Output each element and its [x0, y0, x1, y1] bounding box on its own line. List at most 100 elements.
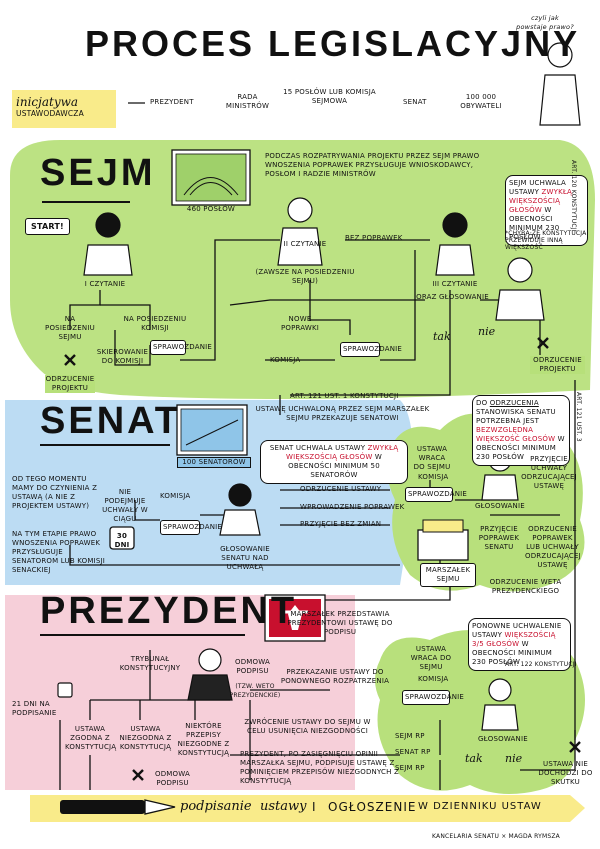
sejm-area — [10, 140, 595, 399]
prezydent-not-passed: USTAWA NIE DOCHODZI DO SKUTKU — [538, 760, 593, 786]
final-sign: podpisanie — [180, 799, 252, 814]
prezydent-return-area — [375, 630, 585, 794]
marshal-seat-icon — [417, 519, 469, 561]
sejm-reading2-note: (ZAWSZE NA POSIEDZENIU SEJMU) — [255, 268, 355, 285]
sejm-reading2: II CZYTANIE — [283, 240, 327, 248]
prezydent-commission: KOMISJA — [418, 675, 449, 683]
prezydent-compliant: USTAWA ZGODNA Z KONSTYTUCJĄ — [65, 725, 117, 751]
prezydent-reenact: PONOWNE UCHWALENIE USTAWY WIĘKSZOŚCIĄ 3/… — [468, 618, 571, 671]
senat-resolution: SENAT UCHWALA USTAWY ZWYKŁĄ WIĘKSZOŚCIĄ … — [260, 440, 408, 484]
sejm-exception: *CHYBA ŻE KONSTYTUCJA PRZEWIDUJE INNĄ WI… — [505, 230, 587, 251]
initiative-tag-bg — [12, 90, 116, 128]
senat-hall-icon — [176, 404, 248, 456]
sejm-new-amendments: NOWE POPRAWKI — [280, 315, 320, 332]
sejm-resolution: SEJM UCHWALA USTAWY ZWYKŁĄ WIĘKSZOŚCIĄ G… — [505, 175, 588, 246]
prezydent-noncompliant: USTAWA NIEZGODNA Z KONSTYTUCJĄ — [119, 725, 172, 751]
prezydent-days21: 21 DNI NA PODPISANIE — [12, 700, 57, 717]
final-mid1: ustawy — [260, 799, 307, 814]
prezydent-heading: PREZYDENT — [40, 590, 298, 632]
initiative-item-4: 100 000 OBYWATELI — [460, 93, 502, 110]
senat-sejm-position: DO ODRZUCENIA STANOWISKA SENATU POTRZEBN… — [472, 395, 570, 466]
senat-from-moment: OD TEGO MOMENTU MAMY DO CZYNIENIA Z USTA… — [12, 475, 98, 510]
eagle-emblem — [264, 594, 326, 642]
prezydent-return-sejm: ZWRÓCENIE USTAWY DO SEJMU W CELU USUNIĘC… — [244, 718, 371, 735]
prezydent-sejm-rp-2: SEJM RP — [395, 764, 425, 772]
final-banner — [30, 795, 585, 822]
prezydent-tribunal: TRYBUNAŁ KONSTYTUCYJNY — [119, 655, 181, 672]
senat-accept: PRZYJĘCIE BEZ ZMIAN — [300, 520, 382, 528]
senat-returns: USTAWA WRACA DO SEJMU — [413, 445, 451, 471]
sejm-hall-icon — [171, 149, 251, 206]
sejm-on-session: NA POSIEDZENIU SEJMU — [45, 315, 95, 341]
senat-reject: ODRZUCENIE USTAWY — [300, 485, 382, 493]
sejm-no: nie — [478, 325, 496, 338]
senat-accept-amend: PRZYJĘCIE POPRAWEK SENATU — [478, 525, 520, 551]
prezydent-returns: USTAWA WRACA DO SEJMU — [410, 645, 452, 671]
prezydent-referral: PRZEKAZANIE USTAWY DO PONOWNEGO ROZPATRZ… — [280, 668, 390, 685]
prezydent-sign-partial: PREZYDENT, PO ZASIĘGNIĘCIU OPINII MARSZA… — [240, 750, 400, 785]
senat-heading: SENAT — [40, 400, 181, 442]
prezydent-senat-rp: SENAT RP — [395, 748, 431, 756]
senat-reject-amend: ODRZUCENIE POPRAWEK LUB UCHWAŁY ODRZUCAJ… — [525, 525, 581, 569]
sejm-yes: tak — [433, 330, 451, 343]
prezydent-area — [5, 595, 355, 790]
sejm-commission: KOMISJA — [270, 356, 301, 364]
sejm-no-amendments: BEZ POPRAWEK — [345, 234, 403, 242]
senat-accept-reject: PRZYJĘCIE UCHWAŁY ODRZUCAJĄCEJ USTAWĘ — [521, 455, 577, 490]
senat-commission-2: KOMISJA — [418, 473, 449, 481]
final-sep: I — [312, 800, 316, 814]
prezydent-veto: (TZW. WETO PREZYDENCKIE) — [229, 683, 281, 699]
prezydent-voting: GŁOSOWANIE — [478, 735, 528, 743]
senat-passed-to: USTAWĘ UCHWALONĄ PRZEZ SEJM MARSZAŁEK SE… — [255, 405, 430, 422]
sejm-reading3: III CZYTANIE — [432, 280, 478, 288]
sejm-sent-to-commission: SKIEROWANIE DO KOMISJI — [96, 348, 149, 365]
prezydent-presents: MARSZAŁEK PRZEDSTAWIA PREZYDENTOWI USTAW… — [287, 610, 393, 636]
prezydent-refusal-2: ODMOWA PODPISU — [155, 770, 190, 787]
senat-marshal: MARSZAŁEK SEJMU — [420, 563, 476, 587]
senat-not-taken: NIE PODEJMUJE UCHWAŁY W CIĄGU — [102, 488, 148, 523]
initiative-label: inicjatywa ustawodawcza — [16, 95, 84, 118]
senat-vote: GŁOSOWANIE SENATU NAD UCHWAŁĄ — [220, 545, 270, 571]
clock-icon — [109, 526, 135, 550]
sejm-start: START! — [25, 218, 70, 235]
prezydent-no: nie — [505, 752, 523, 765]
senat-days30: 30 DNI — [114, 532, 130, 549]
senat-stage: NA TYM ETAPIE PRAWO WNOSZENIA POPRAWEK P… — [12, 530, 106, 574]
senat-amend: WPROWADZENIE POPRAWEK — [300, 503, 405, 511]
senat-report-2: SPRAWOZDANIE — [405, 487, 467, 502]
sejm-reading1: I CZYTANIE — [84, 280, 126, 288]
senat-art121-3: ART. 121 UST. 3 — [575, 392, 582, 442]
prezydent-partial: NIEKTÓRE PRZEPISY NIEZGODNE Z KONSTYTUCJ… — [177, 722, 230, 757]
credit: KANCELARIA SENATU × Magda Rymsza — [432, 833, 560, 840]
sejm-rejection: ODRZUCENIE PROJEKTU — [45, 375, 95, 393]
pen-icon — [60, 799, 176, 815]
senat-commission: KOMISJA — [160, 492, 191, 500]
initiative-item-2: 15 POSŁÓW LUB KOMISJA SEJMOWA — [283, 88, 376, 105]
senat-members: 100 SENATORÓW — [177, 457, 251, 468]
sejm-heading: SEJM — [40, 152, 156, 194]
sejm-rejection-2: ODRZUCENIE PROJEKTU — [530, 356, 585, 374]
prezydent-art122: ART. 122 KONSTYTUCJI — [505, 661, 577, 668]
final-mid2: W DZIENNIKU USTAW — [418, 801, 542, 812]
sejm-art: ART. 120 KONSTYTUCJI — [570, 160, 577, 232]
senat-voting: GŁOSOWANIE — [475, 502, 525, 510]
page-title: PROCES LEGISLACYJNY — [85, 23, 581, 64]
senat-art121: ART. 121 UST. 1 KONSTYTUCJI — [290, 392, 399, 400]
initiative-item-1: RADA MINISTRÓW — [225, 93, 270, 110]
initiative-item-3: SENAT — [403, 98, 427, 106]
initiative-item-0: PREZYDENT — [150, 98, 194, 106]
prezydent-report: SPRAWOZDANIE — [402, 690, 464, 705]
prezydent-veto-reject: ODRZUCENIE WETA PREZYDENCKIEGO — [489, 578, 562, 595]
sejm-members: 460 POSŁÓW — [186, 205, 236, 213]
prezydent-sejm-rp: SEJM RP — [395, 732, 425, 740]
sejm-report: SPRAWOZDANIE — [150, 340, 212, 355]
final-announce: OGŁOSZENIE — [328, 800, 417, 814]
senat-report: SPRAWOZDANIE — [160, 520, 222, 535]
prezydent-refusal: ODMOWA PODPISU — [235, 658, 270, 675]
sejm-on-commission: NA POSIEDZENIU KOMISJI — [123, 315, 187, 332]
sejm-amend-note: PODCZAS ROZPATRYWANIA PROJEKTU PRZEZ SEJ… — [265, 152, 480, 178]
sejm-reading3-vote: ORAZ GŁOSOWANIE — [416, 293, 489, 301]
sejm-report-2: SPRAWOZDANIE — [340, 342, 402, 357]
